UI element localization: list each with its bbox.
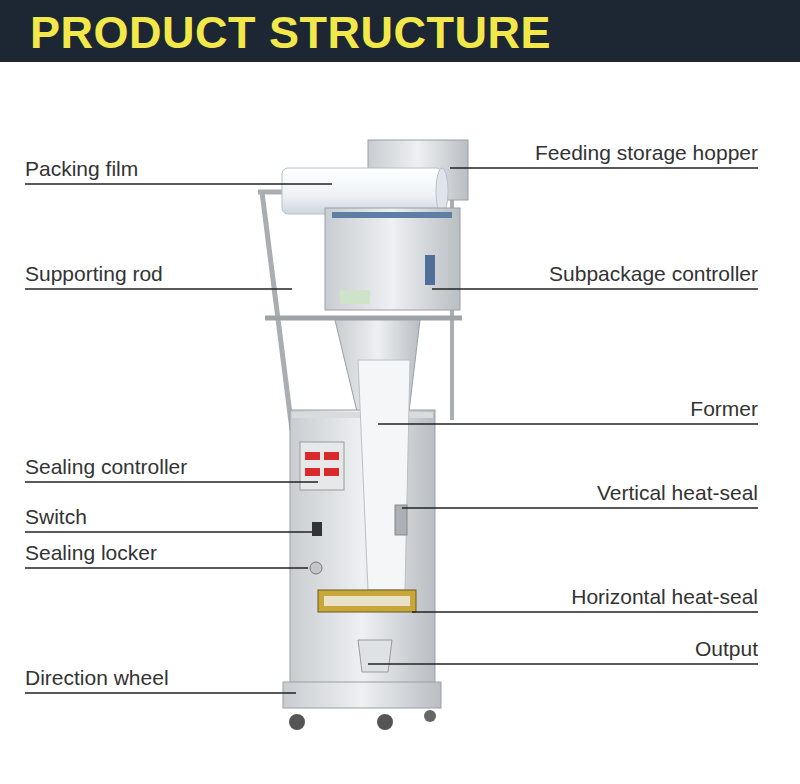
- part-label: Output: [695, 637, 758, 661]
- part-label: Vertical heat-seal: [597, 481, 758, 505]
- part-label: Sealing controller: [25, 455, 187, 479]
- part-label: Supporting rod: [25, 262, 163, 286]
- page-title: PRODUCT STRUCTURE: [30, 7, 551, 59]
- part-label: Switch: [25, 505, 87, 529]
- part-label: Horizontal heat-seal: [571, 585, 758, 609]
- part-label: Direction wheel: [25, 666, 169, 690]
- part-label: Packing film: [25, 157, 138, 181]
- part-label: Sealing locker: [25, 541, 157, 565]
- part-label: Feeding storage hopper: [535, 141, 758, 165]
- part-label: Subpackage controller: [549, 262, 758, 286]
- part-label: Former: [690, 397, 758, 421]
